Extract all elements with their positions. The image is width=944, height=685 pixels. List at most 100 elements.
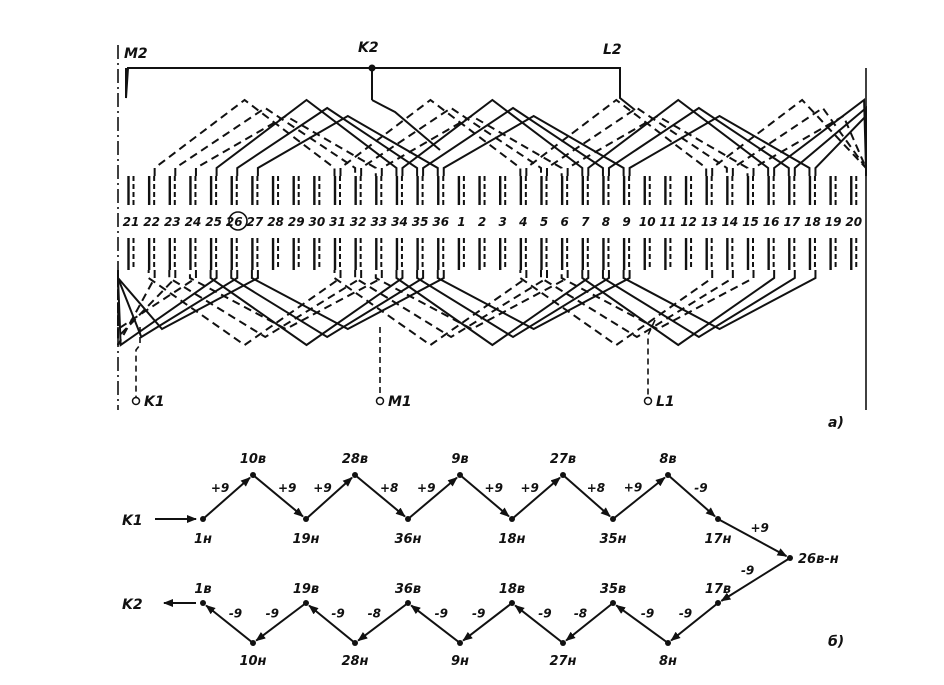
scheme-node-dot: [200, 600, 206, 606]
coil-end-upper: [339, 98, 522, 176]
scheme-step-label: -8: [574, 607, 587, 621]
slot-number: 32: [350, 215, 367, 229]
scheme-node-label: 10н: [239, 654, 266, 669]
output-label: K2: [122, 597, 143, 613]
coil-end-lower: [601, 270, 796, 339]
coil-end-upper: [546, 106, 728, 176]
coil-end-upper: [401, 98, 584, 176]
slot-number: 20: [845, 215, 862, 229]
scheme-node-label: 19в: [293, 582, 319, 597]
scheme-node-dot: [303, 516, 309, 522]
terminal-label-l2: L2: [603, 42, 622, 58]
coil-end-lower: [117, 270, 177, 340]
scheme-arrow: [459, 474, 510, 518]
scheme-node-dot: [787, 555, 793, 561]
scheme-nodes: 1н10в19н28в36н9в18н27в35н8в17н26в-н1в10н…: [194, 452, 839, 669]
scheme-step-label: -9: [538, 607, 551, 621]
scheme-node-dot: [715, 516, 721, 522]
slot-number: 5: [540, 215, 548, 229]
coil-end-lower: [581, 270, 776, 347]
scheme-arrow: [308, 604, 356, 644]
lead-k1: [135, 327, 141, 398]
slot-number: 30: [308, 215, 325, 229]
terminal-label-k1: K1: [144, 394, 165, 410]
scheme-step-label: +9: [211, 481, 229, 495]
scheme-node-dot: [405, 600, 411, 606]
coil-end-upper: [628, 114, 811, 176]
coil-end-upper: [752, 114, 867, 176]
coil-end-lower: [188, 270, 383, 331]
slot-number: 21: [123, 215, 140, 229]
scheme-step-label: +8: [587, 481, 605, 495]
caption-b: б): [828, 634, 844, 650]
slot-number: 27: [247, 215, 264, 229]
coil-end-upper: [215, 98, 398, 176]
scheme-step-label: +8: [380, 481, 398, 495]
scheme-node-label: 28н: [341, 654, 368, 669]
slot-number: 6: [560, 215, 568, 229]
scheme-step-label: -9: [266, 606, 279, 620]
slot-number: 14: [721, 215, 738, 229]
coil-end-lower: [374, 270, 569, 331]
slot-number: 17: [783, 215, 800, 229]
terminal-label-k2: K2: [358, 40, 379, 56]
scheme-node-label: 8в: [659, 452, 676, 467]
coil-end-upper: [422, 106, 604, 176]
coil-end-upper: [236, 106, 419, 176]
slot-number: 36: [432, 215, 449, 229]
scheme-arrow: [252, 474, 304, 518]
coil-end-upper: [711, 98, 867, 176]
slot-number: 13: [701, 215, 718, 229]
scheme-node-dot: [560, 472, 566, 478]
terminal-m1: [375, 396, 385, 406]
coil-end-lower: [436, 270, 631, 331]
scheme-arrow: [407, 476, 458, 520]
scheme-node-dot: [352, 640, 358, 646]
scheme-step-label: +9: [278, 481, 296, 495]
coil-end-lower: [354, 270, 548, 339]
terminal-label-l1: L1: [656, 394, 675, 410]
scheme-arrow: [720, 557, 791, 602]
coil-end-upper: [194, 114, 377, 176]
scheme-arrow: [514, 604, 564, 644]
scheme-node-dot: [200, 516, 206, 522]
scheme-step-label: +9: [313, 481, 331, 495]
scheme-node-dot: [303, 600, 309, 606]
slot-number: 3: [499, 215, 507, 229]
slot-number: 35: [412, 215, 429, 229]
lead-l1: [647, 319, 656, 398]
scheme-step-label: +9: [751, 521, 769, 535]
slot-number: 25: [205, 215, 222, 229]
slot-number: 12: [680, 215, 697, 229]
scheme-node-dot: [610, 600, 616, 606]
scheme-node-label: 35в: [600, 582, 626, 597]
coil-end-lower: [622, 270, 817, 331]
scheme-node-label: 27в: [550, 452, 576, 467]
terminal-l1: [643, 396, 653, 406]
scheme-arrow: [667, 474, 716, 518]
input-label: K1: [122, 513, 143, 529]
slot-number: 1: [457, 215, 465, 229]
slot-number: 10: [639, 215, 656, 229]
scheme-node-label: 26в-н: [798, 552, 839, 567]
scheme-node-label: 28в: [342, 452, 368, 467]
slot-number: 34: [391, 215, 408, 229]
connection-scheme: K1 K2 +9+9+9+8+9+9+9+8+9-9+9-9-9-9-8-9-9…: [122, 452, 844, 669]
scheme-node-dot: [610, 516, 616, 522]
scheme-arrows: +9+9+9+8+9+9+9+8+9-9+9-9-9-9-8-9-9-9-8-9…: [202, 474, 791, 644]
coil-end-lower: [147, 270, 342, 347]
coil-end-upper: [525, 98, 708, 176]
slot-number: 16: [763, 215, 780, 229]
scheme-step-label: -9: [331, 607, 344, 621]
slot-number: 9: [622, 215, 630, 229]
scheme-node-dot: [352, 472, 358, 478]
scheme-node-label: 19н: [292, 532, 319, 547]
k2-junction: [368, 64, 376, 72]
scheme-step-label: -8: [368, 606, 381, 620]
scheme-node-label: 18в: [499, 582, 525, 597]
scheme-node-label: 1в: [194, 582, 211, 597]
coil-end-lower: [540, 270, 734, 339]
